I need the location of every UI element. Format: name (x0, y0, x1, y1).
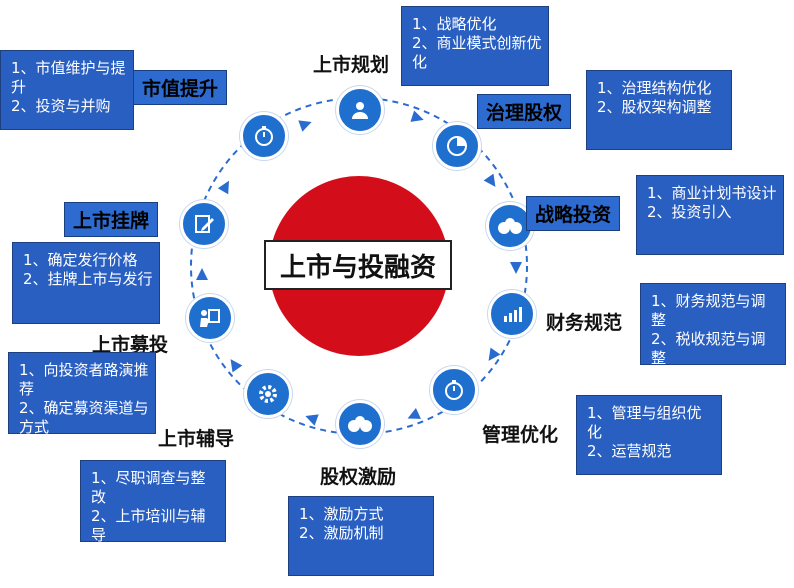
stage-label-guan-li-you-hua: 管理优化 (482, 424, 559, 446)
info-item: 1、治理结构优化 (597, 79, 712, 97)
info-item: 1、激励方式 (299, 505, 384, 523)
info-item: 1、尽职调查与整改 (91, 469, 206, 506)
info-box-gu-quan-ji-li: 1、激励方式 2、激励机制 (288, 496, 434, 576)
pie-chart-icon (433, 122, 481, 170)
stage-label-shang-shi-mu-tou: 上市募投 (92, 334, 169, 356)
center-title: 上市与投融资 (264, 240, 452, 290)
info-box-shang-shi-gua-pai: 1、确定发行价格 2、挂牌上市与发行 (12, 242, 160, 324)
info-item: 1、管理与组织优化 (587, 404, 702, 441)
stage-label-shang-shi-gua-pai: 上市挂牌 (64, 202, 159, 237)
stopwatch-icon (430, 366, 478, 414)
process-ring (190, 97, 528, 435)
flow-arrow (510, 262, 522, 274)
stage-label-cai-wu-gui-fan: 财务规范 (546, 312, 623, 334)
info-item: 1、战略优化 (412, 15, 497, 33)
flow-arrow (483, 173, 496, 187)
stage-label-gu-quan-ji-li: 股权激励 (320, 466, 397, 488)
bar-chart-icon (488, 290, 536, 338)
flow-arrow (196, 268, 208, 280)
info-item: 2、上市培训与辅导 (91, 507, 206, 544)
flow-arrow (217, 180, 229, 195)
info-item: 2、投资与并购 (11, 97, 111, 115)
info-box-zhan-lue-tou-zi: 1、商业计划书设计 2、投资引入 (636, 175, 784, 255)
info-box-shang-shi-gui-hua: 1、战略优化 2、商业模式创新优化 (401, 6, 549, 86)
info-item: 2、挂牌上市与发行 (23, 270, 153, 288)
info-box-shang-shi-fu-dao: 1、尽职调查与整改 2、上市培训与辅导 (80, 460, 226, 544)
info-item: 2、商业模式创新优化 (412, 34, 542, 71)
info-item: 1、向投资者路演推荐 (19, 361, 149, 398)
info-item: 2、股权架构调整 (597, 98, 712, 116)
info-box-cai-wu-gui-fan: 1、财务规范与调整 2、税收规范与调整 (640, 283, 786, 367)
info-item: 2、运营规范 (587, 442, 672, 460)
info-item: 2、确定募资渠道与方式 (19, 399, 149, 436)
user-icon (336, 86, 384, 134)
info-item: 2、投资引入 (647, 203, 732, 221)
flow-arrow (488, 347, 501, 361)
presenter-icon (186, 294, 234, 342)
info-box-shi-zhi-ti-sheng: 1、市值维护与提升 2、投资与并购 (0, 50, 134, 130)
flow-arrow (407, 408, 421, 419)
edit-icon (180, 200, 228, 248)
stage-label-zhan-lue-tou-zi: 战略投资 (526, 196, 621, 231)
info-item: 1、确定发行价格 (23, 251, 138, 269)
stage-label-shang-shi-fu-dao: 上市辅导 (158, 428, 235, 450)
info-item: 2、激励机制 (299, 524, 384, 542)
gear-icon (244, 370, 292, 418)
stopwatch-icon (240, 112, 288, 160)
info-item: 1、市值维护与提升 (11, 59, 126, 96)
info-box-zhi-li-gu-quan: 1、治理结构优化 2、股权架构调整 (586, 70, 732, 150)
flow-arrows (196, 110, 522, 426)
flow-arrow (410, 110, 424, 122)
money-bags-icon (336, 400, 384, 448)
info-item: 1、商业计划书设计 (647, 184, 777, 202)
stage-label-shi-zhi-ti-sheng: 市值提升 (133, 70, 228, 105)
stage-label-zhi-li-gu-quan: 治理股权 (477, 94, 572, 129)
flow-arrow (230, 359, 243, 373)
info-box-shang-shi-mu-tou: 1、向投资者路演推荐 2、确定募资渠道与方式 (8, 352, 156, 436)
stage-label-shang-shi-gui-hua: 上市规划 (313, 54, 390, 76)
info-box-guan-li-you-hua: 1、管理与组织优化 2、运营规范 (576, 395, 722, 475)
flow-arrow (305, 414, 319, 426)
flow-arrow (298, 120, 312, 132)
info-item: 1、财务规范与调整 (651, 292, 766, 329)
info-item: 2、税收规范与调整 (651, 330, 766, 367)
